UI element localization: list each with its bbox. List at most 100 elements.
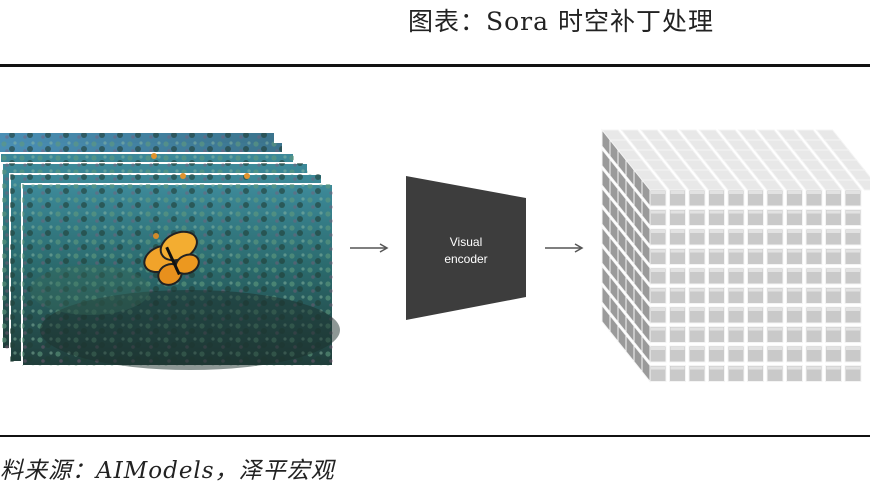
cube-cell-highlight (826, 347, 841, 350)
cube-cell-highlight (748, 230, 763, 233)
cube-cell-highlight (846, 347, 860, 350)
cube-cell-highlight (826, 249, 841, 253)
right-arrow-icon (545, 243, 584, 253)
cube-cell-highlight (787, 327, 802, 331)
cube-cell-highlight (768, 366, 782, 370)
cube-cell-highlight (846, 327, 860, 331)
cube-cell-highlight (807, 347, 821, 350)
cube-cell-highlight (768, 327, 782, 331)
cube-cell-highlight (709, 230, 724, 233)
cube-cell-highlight (729, 230, 743, 233)
cube-cell-highlight (729, 249, 743, 253)
cube-cell-highlight (748, 210, 763, 214)
butterfly-hint-dot (180, 173, 186, 179)
cube-cell-highlight (709, 210, 724, 214)
cube-cell-highlight (826, 269, 841, 272)
cube-cell-highlight (709, 347, 724, 350)
butterfly-image (143, 230, 200, 286)
cube-cell-highlight (807, 191, 821, 194)
visual-encoder-block: Visual encoder (406, 176, 526, 320)
butterfly-hint-dot (244, 173, 250, 179)
right-arrow-icon (350, 243, 389, 253)
cube-cell-highlight (787, 347, 802, 350)
cube-cell-highlight (651, 210, 665, 214)
cube-cell-highlight (690, 308, 704, 311)
cube-cell-highlight (768, 230, 782, 233)
cube-cell-highlight (826, 288, 841, 292)
cube-cell-highlight (846, 210, 860, 214)
cube-cell-highlight (807, 230, 821, 233)
cube-cell-highlight (651, 366, 665, 370)
cube-cell-highlight (729, 366, 743, 370)
cube-cell-highlight (787, 249, 802, 253)
cube-cell-highlight (807, 288, 821, 292)
cube-cell-highlight (807, 269, 821, 272)
cube-cell-highlight (729, 308, 743, 311)
cube-cell-highlight (826, 230, 841, 233)
cube-cell-highlight (651, 327, 665, 331)
cube-cell-highlight (709, 366, 724, 370)
cube-cell-highlight (670, 366, 685, 370)
cube-cell-highlight (846, 191, 860, 194)
cube-cell-highlight (670, 347, 685, 350)
cube-cell-highlight (690, 327, 704, 331)
cube-cell-highlight (690, 366, 704, 370)
cube-cell-highlight (748, 288, 763, 292)
cube-cell-highlight (651, 230, 665, 233)
cube-cell-highlight (670, 210, 685, 214)
cube-top-cell (855, 179, 870, 191)
cube-cell-highlight (846, 288, 860, 292)
cube-cell-highlight (846, 230, 860, 233)
cube-cell-highlight (768, 288, 782, 292)
cube-cell-highlight (670, 191, 685, 194)
cube-cell-highlight (670, 269, 685, 272)
video-frame-stack (0, 133, 340, 370)
cube-cell-highlight (787, 210, 802, 214)
cube-cell-highlight (768, 191, 782, 194)
cube-cell-highlight (807, 366, 821, 370)
cube-cell-highlight (846, 249, 860, 253)
cube-cell-highlight (787, 191, 802, 194)
cube-cell-highlight (651, 191, 665, 194)
cube-cell-highlight (846, 366, 860, 370)
cube-cell-highlight (690, 249, 704, 253)
cube-cell-highlight (768, 269, 782, 272)
cube-cell-highlight (690, 347, 704, 350)
cube-cell-highlight (709, 327, 724, 331)
cube-cell-highlight (690, 210, 704, 214)
cube-cell-highlight (670, 230, 685, 233)
cube-cell-highlight (690, 269, 704, 272)
top-rule (0, 64, 870, 67)
cube-cell-highlight (787, 269, 802, 272)
cube-cell-highlight (690, 288, 704, 292)
cube-cell-highlight (846, 269, 860, 272)
video-frame-front (21, 183, 340, 370)
cube-cell-highlight (748, 366, 763, 370)
figure-title: 图表：Sora 时空补丁处理 (408, 7, 714, 36)
cube-cell-highlight (729, 191, 743, 194)
cube-cell-highlight (651, 249, 665, 253)
spacetime-patch-cube (600, 128, 870, 383)
cube-cell-highlight (709, 191, 724, 194)
cube-cell-highlight (826, 366, 841, 370)
source-note: 料来源：AIModels，泽平宏观 (0, 458, 335, 484)
cube-cell-highlight (787, 288, 802, 292)
encoder-label-line2: encoder (444, 252, 487, 266)
cube-cell-highlight (807, 210, 821, 214)
cube-cell-highlight (729, 327, 743, 331)
cube-cell-highlight (729, 347, 743, 350)
cube-cell-highlight (690, 230, 704, 233)
cube-cell-highlight (768, 347, 782, 350)
encoder-label-line1: Visual (450, 235, 482, 249)
cube-cell-highlight (670, 288, 685, 292)
cube-cell-highlight (768, 249, 782, 253)
cube-cell-highlight (826, 191, 841, 194)
cube-cell-highlight (787, 230, 802, 233)
cube-cell-highlight (748, 269, 763, 272)
cube-cell-highlight (748, 347, 763, 350)
cube-cell-highlight (651, 269, 665, 272)
cube-cell-highlight (709, 288, 724, 292)
cube-cell-highlight (670, 308, 685, 311)
cube-cell-highlight (787, 308, 802, 311)
cube-cell-highlight (729, 288, 743, 292)
